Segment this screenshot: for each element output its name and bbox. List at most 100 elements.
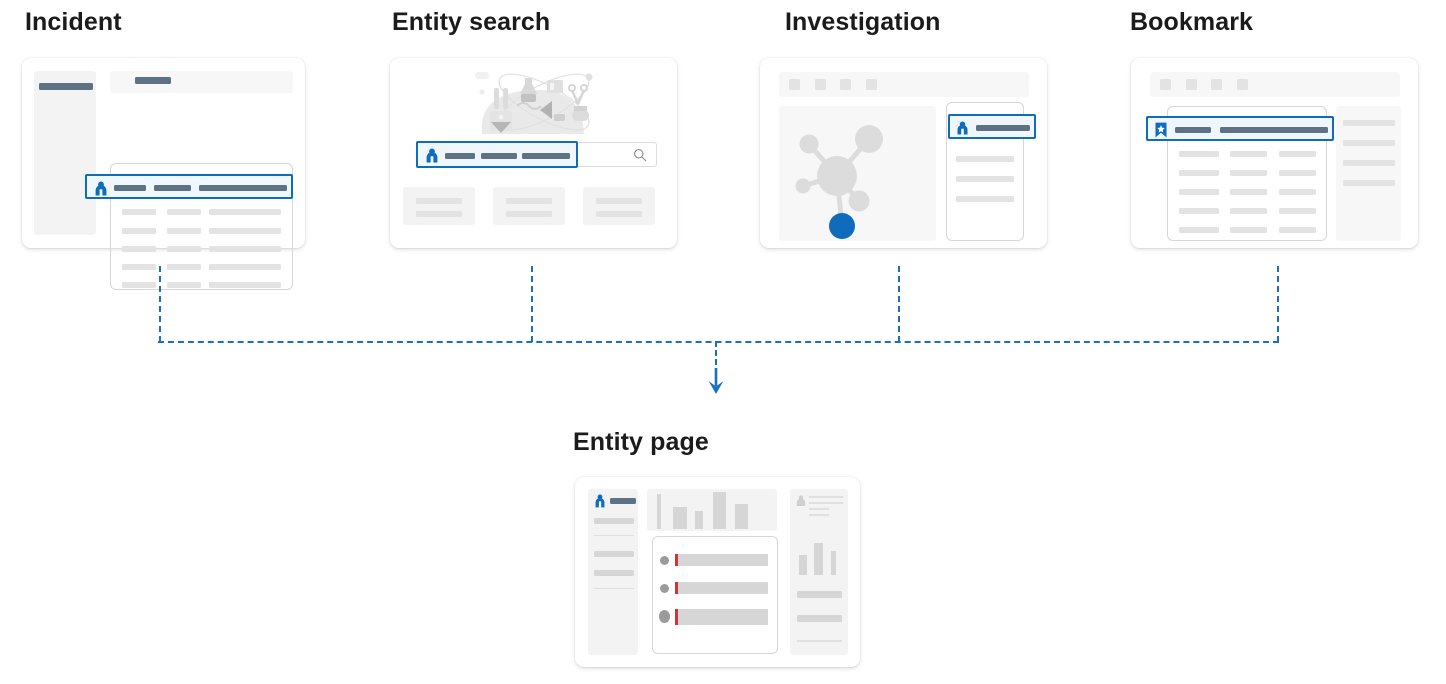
- toolbar-square[interactable]: [789, 79, 800, 90]
- alert-title: [678, 609, 768, 625]
- row-segment: [976, 125, 1030, 131]
- table-cell: [209, 209, 281, 215]
- severity-bar: [675, 582, 678, 594]
- alert-title: [678, 582, 768, 594]
- table-cell: [209, 282, 281, 288]
- result-line: [596, 198, 642, 204]
- connector-bookmark: [1277, 266, 1279, 342]
- toolbar-square[interactable]: [1186, 79, 1197, 90]
- magnifier-icon[interactable]: [633, 148, 647, 162]
- entity-page-chart: [647, 489, 777, 531]
- card-incident[interactable]: [22, 58, 305, 290]
- connector-to-entity-page: [715, 341, 717, 374]
- table-cell: [1179, 151, 1219, 157]
- toolbar-square[interactable]: [840, 79, 851, 90]
- connector-investigation: [898, 266, 900, 342]
- incident-left-rail: [34, 71, 96, 235]
- alert-dot: [659, 610, 670, 623]
- table-cell: [167, 228, 201, 234]
- table-cell: [209, 246, 281, 252]
- right-rail-divider: [797, 640, 842, 642]
- table-cell: [122, 228, 156, 234]
- row-segment: [522, 153, 570, 159]
- rail-divider: [594, 535, 634, 537]
- table-cell: [122, 264, 156, 270]
- alert-dot: [660, 556, 669, 565]
- highlighted-entity-row-incident[interactable]: [85, 174, 293, 199]
- incident-rail-title-bar: [39, 83, 93, 90]
- card-entity-search[interactable]: [390, 58, 677, 248]
- right-rail-line: [809, 502, 843, 504]
- highlighted-entity-row-investigation[interactable]: [948, 114, 1036, 139]
- connector-incident: [159, 266, 161, 342]
- table-cell: [1279, 151, 1316, 157]
- card-bookmark[interactable]: [1131, 58, 1418, 248]
- entity-name-bar: [610, 498, 636, 504]
- table-cell: [1230, 170, 1267, 176]
- incident-header-strip: [110, 71, 293, 93]
- highlighted-entity-row-search[interactable]: [416, 141, 578, 168]
- result-line: [416, 211, 462, 217]
- side-line: [1343, 120, 1395, 126]
- side-line: [1343, 160, 1395, 166]
- selected-graph-node: [829, 213, 855, 239]
- card-investigation[interactable]: [760, 58, 1047, 248]
- table-cell: [122, 246, 156, 252]
- row-segment: [1175, 127, 1211, 133]
- toolbar-square[interactable]: [1160, 79, 1171, 90]
- severity-bar: [675, 554, 678, 566]
- detail-line: [956, 176, 1014, 182]
- panel-title-bookmark: Bookmark: [1130, 8, 1254, 36]
- row-segment: [154, 185, 191, 191]
- person-icon: [425, 148, 439, 163]
- down-arrow-icon: [705, 368, 727, 396]
- person-icon: [956, 121, 969, 135]
- rail-line: [594, 518, 634, 524]
- bookmark-star-icon: [1154, 122, 1168, 138]
- person-icon: [94, 181, 108, 196]
- investigation-graph-canvas[interactable]: [779, 106, 936, 241]
- result-card[interactable]: [583, 187, 655, 225]
- entity-page-alerts-panel: [652, 536, 778, 654]
- table-cell: [1230, 151, 1267, 157]
- result-line: [596, 211, 642, 217]
- right-rail-chart: [797, 543, 841, 575]
- rail-line: [594, 551, 634, 557]
- entity-graph: [795, 125, 883, 239]
- highlighted-entity-row-bookmark[interactable]: [1146, 116, 1334, 141]
- row-segment: [481, 153, 517, 159]
- incident-table-frame: [110, 163, 293, 290]
- card-entity-page[interactable]: [575, 477, 860, 667]
- table-cell: [209, 228, 281, 234]
- result-card[interactable]: [493, 187, 565, 225]
- connector-bus: [158, 341, 1279, 343]
- table-cell: [1279, 170, 1316, 176]
- toolbar-square[interactable]: [866, 79, 877, 90]
- bookmark-side-panel: [1336, 106, 1401, 241]
- table-cell: [167, 282, 201, 288]
- table-cell: [122, 209, 156, 215]
- panel-title-incident: Incident: [25, 8, 122, 36]
- side-line: [1343, 140, 1395, 146]
- alert-title: [678, 554, 768, 566]
- severity-bar: [675, 609, 678, 625]
- incident-header-bar: [135, 77, 171, 84]
- table-cell: [1230, 227, 1267, 233]
- panel-title-entity-page: Entity page: [573, 428, 709, 456]
- panel-title-investigation: Investigation: [785, 8, 941, 36]
- table-cell: [1179, 189, 1219, 195]
- row-segment: [445, 153, 475, 159]
- result-card[interactable]: [403, 187, 475, 225]
- mini-bar-chart: [657, 492, 748, 529]
- right-rail-line: [809, 508, 829, 510]
- row-segment: [199, 185, 287, 191]
- right-rail-line: [797, 591, 842, 598]
- table-cell: [1230, 189, 1267, 195]
- person-icon: [594, 494, 606, 508]
- search-illustration: [462, 62, 605, 140]
- toolbar-square[interactable]: [1237, 79, 1248, 90]
- result-line: [416, 198, 462, 204]
- toolbar-square[interactable]: [815, 79, 826, 90]
- toolbar-square[interactable]: [1211, 79, 1222, 90]
